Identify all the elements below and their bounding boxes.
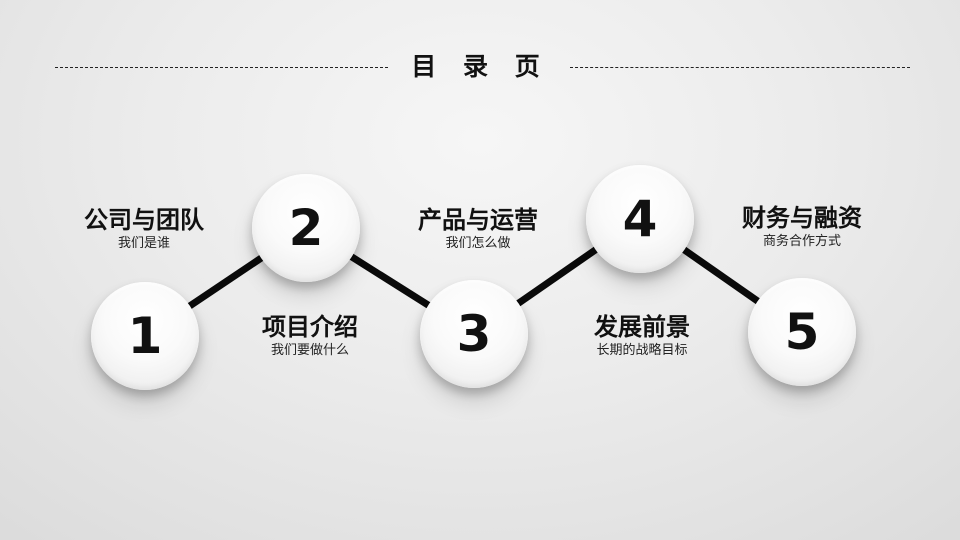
step-3-circle[interactable]: 3 [420,280,528,388]
step-2-number: 2 [288,199,324,257]
step-5-subtitle: 商务合作方式 [762,234,841,249]
step-2-subtitle: 我们要做什么 [270,343,349,358]
step-5-number: 5 [784,303,820,361]
step-2-circle[interactable]: 2 [252,174,360,282]
step-3-subtitle: 我们怎么做 [445,236,511,251]
step-3-label: 产品与运营 我们怎么做 [388,205,568,253]
step-3-number: 3 [456,305,492,363]
step-1-subtitle: 我们是谁 [117,236,170,251]
step-1-circle[interactable]: 1 [91,282,199,390]
title-divider-right [570,67,910,68]
step-4-label: 发展前景 长期的战略目标 [552,312,732,360]
step-5-heading: 财务与融资 [742,204,862,232]
page-title: 目 录 页 [411,52,549,81]
step-4-subtitle: 长期的战略目标 [596,343,688,358]
step-2-label: 项目介绍 我们要做什么 [220,312,400,360]
step-1-number: 1 [127,307,163,365]
step-5-label: 财务与融资 商务合作方式 [712,203,892,251]
step-3-heading: 产品与运营 [418,206,538,234]
step-1-heading: 公司与团队 [84,206,204,234]
title-divider-left [55,67,388,68]
step-4-circle[interactable]: 4 [586,165,694,273]
step-4-heading: 发展前景 [594,313,690,341]
step-5-circle[interactable]: 5 [748,278,856,386]
step-1-label: 公司与团队 我们是谁 [54,205,234,253]
step-2-heading: 项目介绍 [262,313,358,341]
step-4-number: 4 [622,190,658,248]
